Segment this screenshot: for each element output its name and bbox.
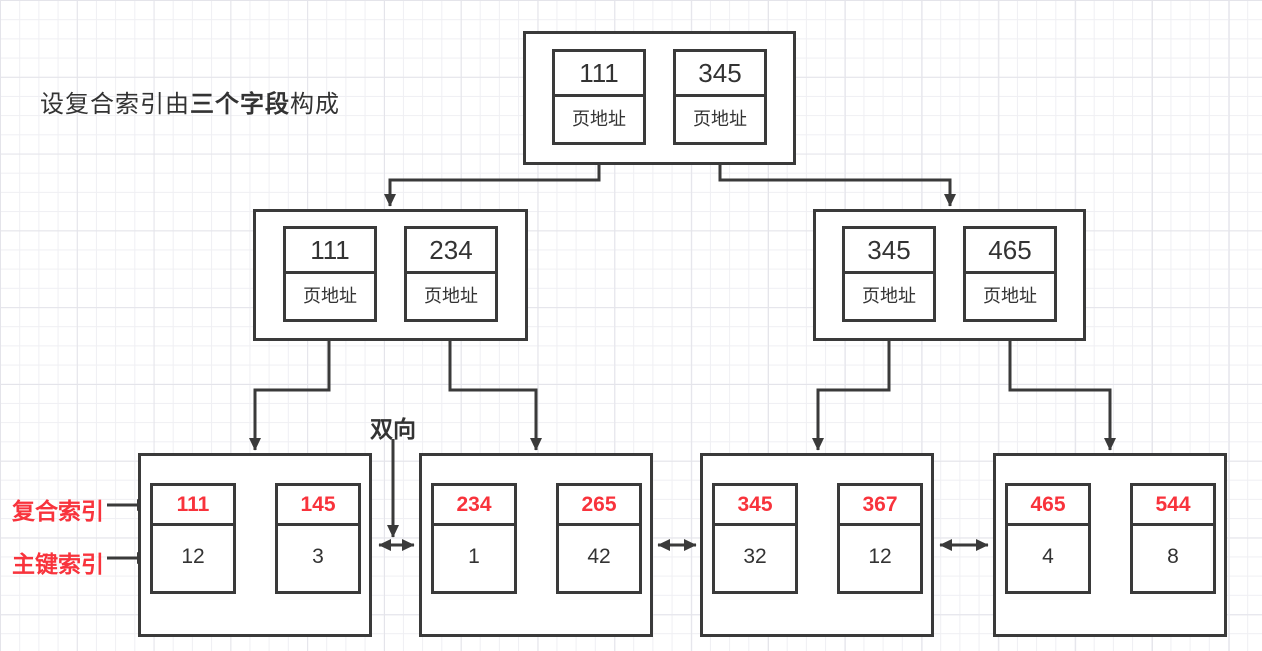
root-entry-2[interactable]: 345 页地址: [673, 49, 767, 145]
leaf-2-entry-2-primary-key: 42: [587, 545, 611, 568]
connector-internal-left-to-leaf-1: [249, 322, 331, 451]
leaf-3-entry-2-primary-key: 12: [868, 545, 892, 568]
leaf-node-1[interactable]: 111 12 145 3: [138, 453, 372, 637]
connector-internal-right-to-leaf-3: [812, 322, 891, 451]
leaf-2-entry-2-composite-key: 265: [559, 486, 639, 526]
internal-left-entry-2-key: 234: [407, 229, 495, 274]
leaf-1-entry-2-primary-key: 3: [312, 545, 324, 568]
leaf-2-entry-2[interactable]: 265 42: [556, 483, 642, 594]
root-entry-1-pointer: 页地址: [572, 109, 626, 129]
internal-right-entry-1[interactable]: 345 页地址: [842, 226, 936, 322]
leaf-3-entry-2[interactable]: 367 12: [837, 483, 923, 594]
root-entry-2-pointer: 页地址: [693, 109, 747, 129]
internal-left-entry-1[interactable]: 111 页地址: [283, 226, 377, 322]
leaf-4-entry-1-primary-key: 4: [1042, 545, 1054, 568]
root-entry-2-key: 345: [676, 52, 764, 97]
root-entry-1-key: 111: [555, 52, 643, 97]
internal-node-left[interactable]: 111 页地址 234 页地址: [253, 209, 528, 341]
internal-left-entry-1-pointer: 页地址: [303, 286, 357, 306]
internal-right-entry-1-pointer: 页地址: [862, 286, 916, 306]
internal-left-entry-2-pointer: 页地址: [424, 286, 478, 306]
connector-internal-right-to-leaf-4: [1008, 322, 1117, 451]
composite-index-label[interactable]: 复合索引: [12, 498, 104, 524]
internal-right-entry-2[interactable]: 465 页地址: [963, 226, 1057, 322]
root-node[interactable]: 111 页地址 345 页地址: [523, 31, 796, 165]
leaf-node-3[interactable]: 345 32 367 12: [700, 453, 934, 637]
root-entry-1[interactable]: 111 页地址: [552, 49, 646, 145]
internal-right-entry-2-pointer: 页地址: [983, 286, 1037, 306]
internal-right-entry-1-key: 345: [845, 229, 933, 274]
title-text-prefix: 设复合索引由: [40, 91, 190, 118]
internal-node-right[interactable]: 345 页地址 465 页地址: [813, 209, 1086, 341]
leaf-2-entry-1[interactable]: 234 1: [431, 483, 517, 594]
leaf-3-entry-1-composite-key: 345: [715, 486, 795, 526]
leaf-3-entry-1-primary-key: 32: [743, 545, 767, 568]
leaf-node-2[interactable]: 234 1 265 42: [419, 453, 653, 637]
leaf-1-entry-1-primary-key: 12: [181, 545, 205, 568]
leaf-3-entry-1[interactable]: 345 32: [712, 483, 798, 594]
primary-key-index-label[interactable]: 主键索引: [12, 551, 104, 577]
leaf-4-entry-2-composite-key: 544: [1133, 486, 1213, 526]
leaf-4-entry-1[interactable]: 465 4: [1005, 483, 1091, 594]
leaf-4-entry-2-primary-key: 8: [1167, 545, 1179, 568]
leaf-4-entry-2[interactable]: 544 8: [1130, 483, 1216, 594]
diagram-title[interactable]: 设复合索引由三个字段构成: [40, 84, 340, 119]
leaf-2-entry-1-primary-key: 1: [468, 545, 480, 568]
bidirectional-label[interactable]: 双向: [370, 416, 416, 442]
leaf-node-4[interactable]: 465 4 544 8: [993, 453, 1227, 637]
leaf-2-entry-1-composite-key: 234: [434, 486, 514, 526]
leaf-3-entry-2-composite-key: 367: [840, 486, 920, 526]
leaf-1-entry-2[interactable]: 145 3: [275, 483, 361, 594]
title-text-suffix: 构成: [290, 91, 340, 118]
internal-right-entry-2-key: 465: [966, 229, 1054, 274]
leaf-1-entry-1-composite-key: 111: [153, 486, 233, 526]
connector-internal-left-to-leaf-2: [448, 322, 543, 451]
leaf-1-entry-2-composite-key: 145: [278, 486, 358, 526]
leaf-1-entry-1[interactable]: 111 12: [150, 483, 236, 594]
internal-left-entry-2[interactable]: 234 页地址: [404, 226, 498, 322]
leaf-4-entry-1-composite-key: 465: [1008, 486, 1088, 526]
title-text-bold: 三个字段: [190, 91, 290, 118]
internal-left-entry-1-key: 111: [286, 229, 374, 274]
